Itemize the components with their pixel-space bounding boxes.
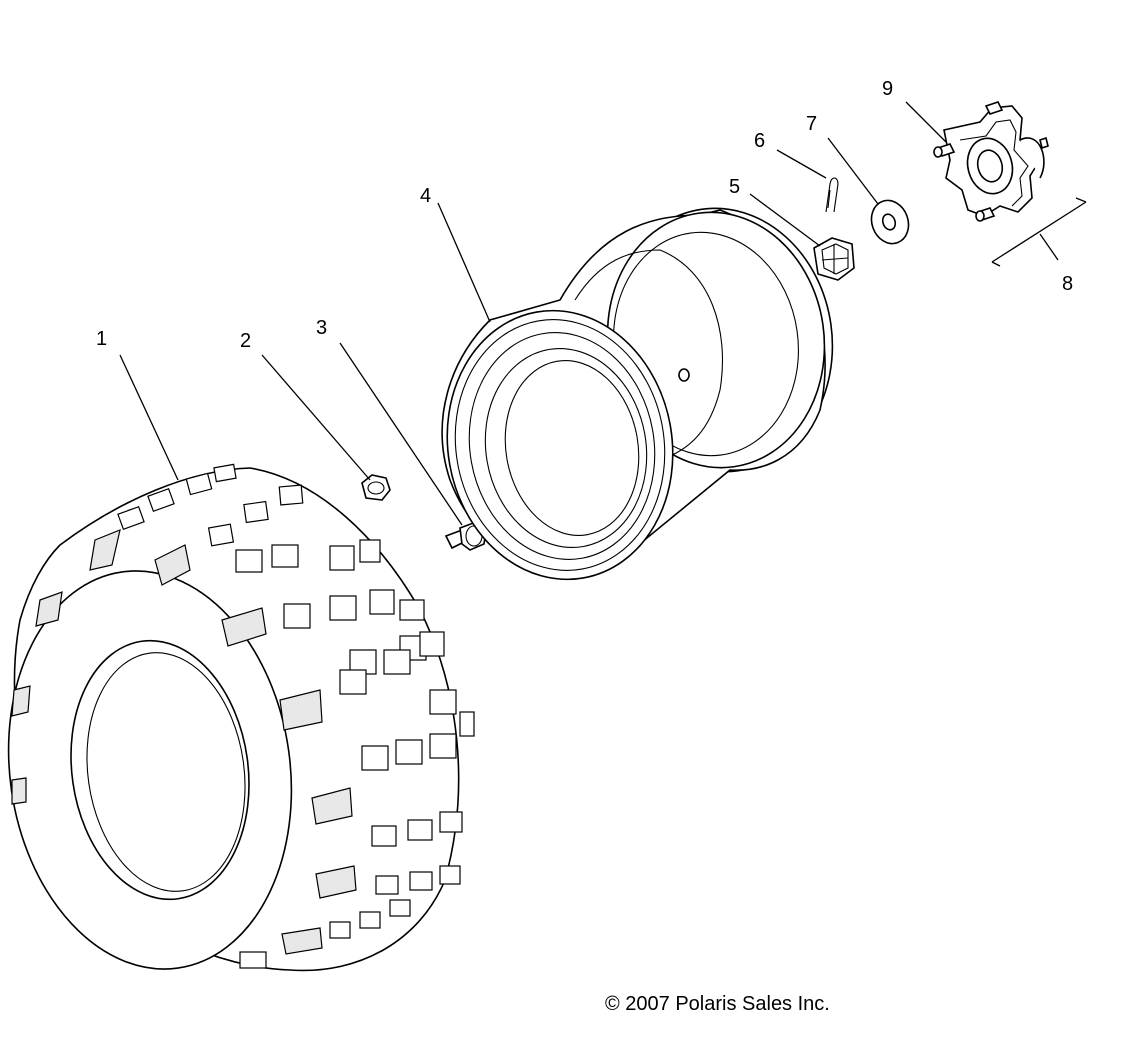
castle-nut-part	[813, 237, 855, 281]
leader-lines	[119, 101, 1087, 526]
callout-9: 9	[882, 78, 893, 100]
leader-2	[261, 354, 371, 481]
washer-part	[870, 199, 910, 245]
wheel-rim-part	[441, 207, 834, 581]
callout-2: 2	[240, 330, 251, 352]
callout-4: 4	[420, 185, 431, 207]
leader-4	[437, 202, 491, 323]
callout-6: 6	[754, 130, 765, 152]
copyright-text: © 2007 Polaris Sales Inc.	[605, 993, 830, 1015]
leader-5	[749, 193, 821, 247]
callout-3: 3	[316, 317, 327, 339]
tire-part	[7, 463, 475, 972]
callout-8: 8	[1062, 273, 1073, 295]
leader-8	[1039, 233, 1059, 261]
bracket-8	[991, 197, 1087, 267]
callout-1: 1	[96, 328, 107, 350]
lug-nut-part	[361, 474, 391, 501]
leader-7	[827, 137, 879, 205]
callout-5: 5	[729, 176, 740, 198]
leader-3	[339, 342, 463, 526]
callout-numbers: 1 2 3 4 5 6 7 8 9	[96, 78, 1073, 352]
callout-7: 7	[806, 113, 817, 135]
cotter-pin-part	[825, 177, 839, 213]
leader-9	[905, 101, 947, 143]
hub-part	[933, 101, 1049, 222]
leader-6	[776, 149, 827, 179]
leader-1	[119, 354, 179, 481]
